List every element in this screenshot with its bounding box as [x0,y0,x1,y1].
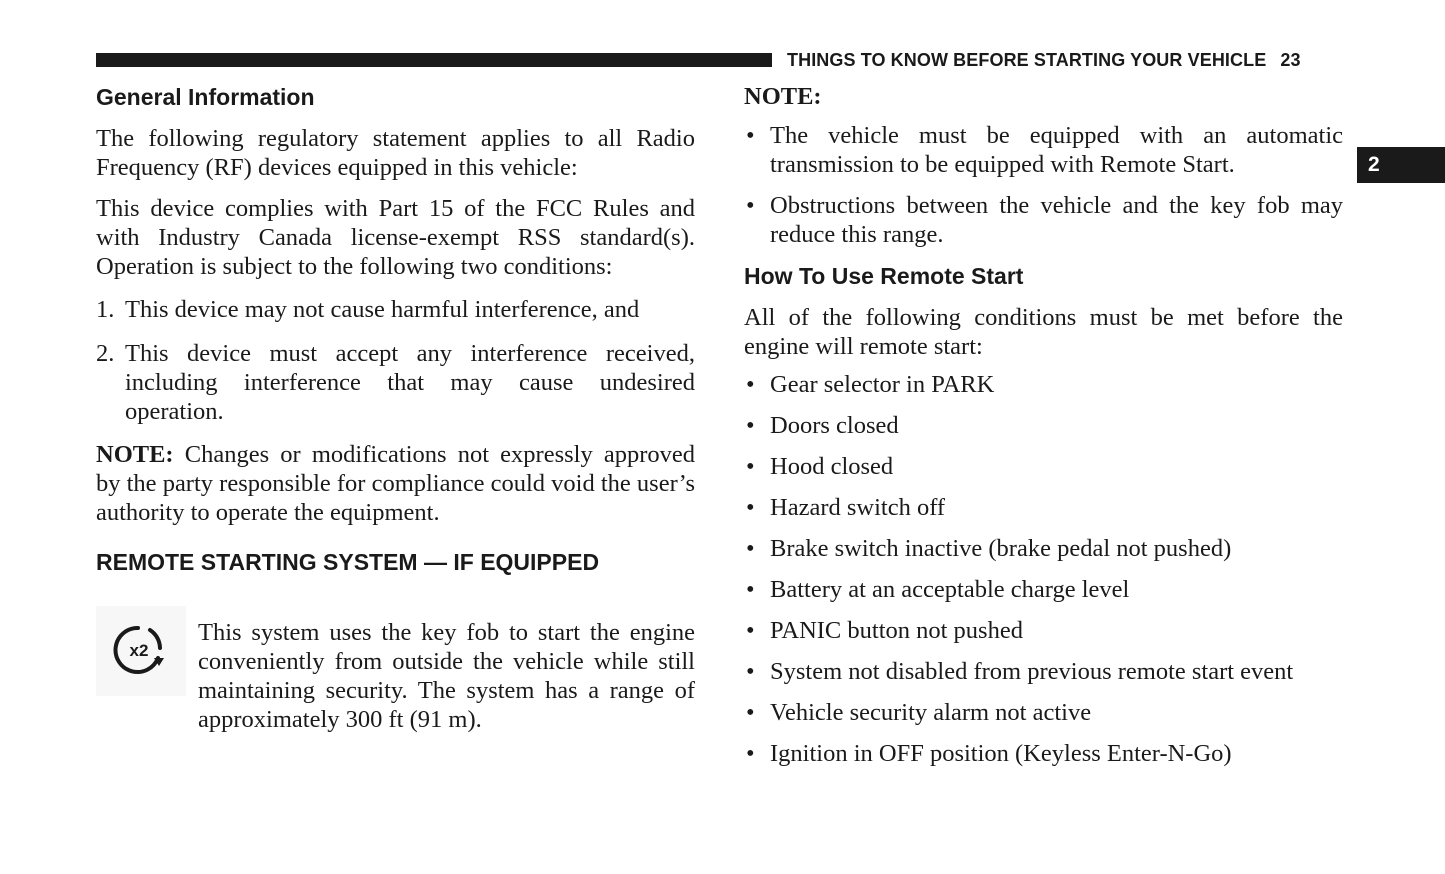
condition-list-text: System not disabled from previous remote… [770,658,1294,685]
remote-start-conditions-list: • Gear selector in PARK • Doors closed • Hood… [744,370,1343,768]
bullet-icon: • [746,412,755,439]
note-item-text: The vehicle must be equipped with an aut… [770,122,1343,178]
bullet-icon: • [746,576,755,603]
note-heading: NOTE: [744,83,822,110]
remote-start-icon: x2 [96,606,186,696]
condition-number: 1. [96,296,115,323]
chapter-tab: 2 [1357,147,1445,183]
condition-number: 2. [96,340,115,367]
bullet-icon: • [746,699,755,726]
section-title: THINGS TO KNOW BEFORE STARTING YOUR VEHI… [787,50,1267,70]
condition-list-item: • Hood closed [744,452,1343,481]
remote-starting-heading: REMOTE STARTING SYSTEM — IF EQUIPPED [96,549,600,575]
condition-list-item: • System not disabled from previous remot… [744,657,1343,686]
condition-list-text: Doors closed [770,412,899,439]
remote-start-x2-icon: x2 [113,625,164,674]
condition-item-1: 1. This device may not cause harmful int… [96,295,695,324]
fcc-paragraph: This device complies with Part 15 of the… [96,195,695,280]
running-header: THINGS TO KNOW BEFORE STARTING YOUR VEHI… [787,50,1301,71]
condition-list-text: Battery at an acceptable charge level [770,576,1130,603]
condition-list-text: PANIC button not pushed [770,617,1023,644]
condition-list-text: Ignition in OFF position (Keyless Enter-… [770,740,1232,767]
header-rule [96,53,772,67]
note-item-text: Obstructions between the vehicle and the… [770,192,1343,248]
note-item: • The vehicle must be equipped with an a… [744,121,1343,179]
bullet-icon: • [746,453,755,480]
note-text: Changes or modifications not expressly a… [96,441,695,526]
condition-text: This device may not cause harmful interf… [125,296,640,323]
fcc-note: NOTE: Changes or modifications not expre… [96,440,695,527]
condition-list-item: • Battery at an acceptable charge level [744,575,1343,604]
condition-list-item: • Gear selector in PARK [744,370,1343,399]
bullet-icon: • [746,658,755,685]
condition-list-item: • PANIC button not pushed [744,616,1343,645]
how-to-use-paragraph: All of the following conditions must be … [744,304,1343,360]
condition-item-2: 2. This device must accept any interfere… [96,339,695,426]
bullet-icon: • [746,535,755,562]
condition-list-item: • Doors closed [744,411,1343,440]
condition-list-text: Gear selector in PARK [770,371,995,398]
condition-list-text: Hazard switch off [770,494,946,521]
icon-label: x2 [130,641,149,660]
condition-list-text: Hood closed [770,453,894,480]
condition-list-text: Vehicle security alarm not active [770,699,1092,726]
how-to-use-heading: How To Use Remote Start [744,263,1024,289]
general-information-heading: General Information [96,84,315,110]
bullet-icon: • [746,494,755,521]
page-number: 23 [1280,50,1301,70]
condition-list-item: • Ignition in OFF position (Keyless Enter… [744,739,1343,768]
condition-list-item: • Vehicle security alarm not active [744,698,1343,727]
condition-list-item: • Brake switch inactive (brake pedal not … [744,534,1343,563]
condition-text: This device must accept any interference… [125,340,695,425]
remote-start-description: This system uses the key fob to start th… [198,619,695,733]
bullet-icon: • [746,192,755,219]
bullet-icon: • [746,740,755,767]
right-column: NOTE: • The vehicle must be equipped wit… [744,82,1343,768]
bullet-icon: • [746,371,755,398]
note-item: • Obstructions between the vehicle and t… [744,191,1343,249]
remote-start-intro: x2 This system uses the key fob to start… [96,606,695,734]
bullet-icon: • [746,122,755,149]
left-column: General Information The following regula… [96,82,695,734]
bullet-icon: • [746,617,755,644]
regulatory-paragraph: The following regulatory statement appli… [96,125,695,181]
condition-list-text: Brake switch inactive (brake pedal not p… [770,535,1232,562]
note-label: NOTE: [96,441,174,468]
condition-list-item: • Hazard switch off [744,493,1343,522]
